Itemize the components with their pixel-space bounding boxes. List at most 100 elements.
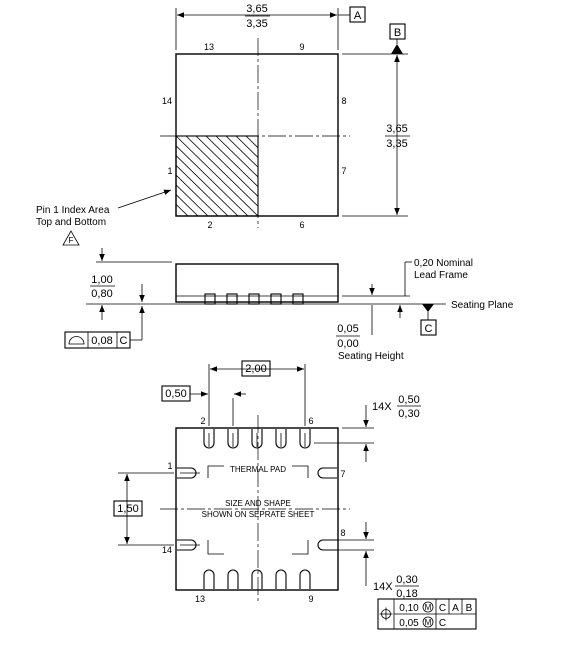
bottom-pad: [251, 429, 263, 449]
pin1-index-area: [175, 135, 259, 217]
bottom-row-pads: [203, 569, 311, 589]
standoff-max: 0,05: [337, 323, 358, 335]
top-pin-9-label: 9: [299, 42, 304, 52]
top-width-max: 3,65: [246, 3, 267, 15]
top-row-pads: [203, 429, 311, 449]
bottom-pad: [203, 429, 215, 449]
side-view-body: [175, 263, 339, 303]
top-pin-6-label: 6: [299, 220, 304, 230]
bottom-pad: [203, 569, 215, 589]
mmc-icon: [422, 601, 434, 613]
top-height-max: 3,65: [386, 123, 407, 135]
datum-a-frame: [349, 6, 366, 23]
bottom-pin-8-label: 8: [340, 528, 345, 538]
top-pin-13-label: 13: [204, 42, 214, 52]
top-pin-8-label: 8: [341, 96, 346, 106]
side-terminal: [292, 293, 304, 305]
thermal-pad-outline: [207, 465, 309, 555]
top-height-min: 3,35: [386, 138, 407, 150]
mmc-symbol-1: M: [425, 603, 432, 612]
bottom-pad: [227, 429, 239, 449]
thermal-pad-label: THERMAL PAD: [230, 465, 286, 474]
note-flag-triangle: [62, 230, 80, 246]
bottom-pin-7-label: 7: [340, 469, 345, 479]
datum-c-label: C: [425, 323, 433, 335]
datum-b-frame: [389, 23, 406, 40]
lead-frame-note-line2: Lead Frame: [414, 270, 468, 281]
flatness-frame: [64, 331, 131, 349]
bottom-pad: [299, 569, 311, 589]
lead-length-min: 0,30: [398, 408, 419, 420]
top-width-min: 3,35: [246, 18, 267, 30]
side-height-max: 1,00: [91, 274, 112, 286]
flatness-value: 0,08: [91, 335, 112, 347]
top-pin-1-label: 1: [167, 166, 172, 176]
datum-b-label: B: [394, 27, 401, 39]
top-view: 3,65 3,35 A 3,65 3,35 B 13 9 14 8 1 7 2 …: [36, 3, 410, 246]
seating-height-label: Seating Height: [338, 351, 404, 362]
row-span-value: 1,50: [117, 503, 138, 515]
side-terminal: [204, 293, 216, 305]
pin1-index-hatch: [176, 136, 258, 216]
pin1-index-note-line2: Top and Bottom: [36, 217, 106, 228]
lead-frame-note-line1: 0,20 Nominal: [414, 258, 473, 269]
pitch-value: 0,50: [165, 388, 186, 400]
seating-plane-label: Seating Plane: [451, 300, 514, 311]
lead-length-qty: 14X: [372, 401, 392, 413]
mmc-icon: [422, 616, 434, 628]
side-terminal: [270, 293, 282, 305]
top-pin-14-label: 14: [162, 96, 172, 106]
side-terminal: [248, 293, 260, 305]
bottom-pin-1-label: 1: [167, 461, 172, 471]
size-shape-note-line2: SHOWN ON SEPRATE SHEET: [202, 510, 315, 519]
lead-width-max: 0,30: [396, 574, 417, 586]
pin1-index-leader: [117, 189, 172, 209]
pos-tol-1-datum-3: B: [466, 603, 473, 614]
side-height-min: 0,80: [91, 288, 112, 300]
left-pads: [177, 467, 200, 551]
bottom-pad: [317, 539, 337, 551]
pos-tol-2-value: 0,05: [399, 618, 419, 629]
standoff-min: 0,00: [337, 338, 358, 350]
top-view-outline: [175, 53, 339, 217]
row-span-basic-frame: [113, 500, 143, 517]
top-pin-2-label: 2: [207, 220, 212, 230]
lead-width-qty: 14X: [373, 581, 393, 593]
mmc-symbol-2: M: [425, 618, 432, 627]
bottom-pin-14-label: 14: [162, 545, 172, 555]
bottom-pin-2-label: 2: [200, 416, 205, 426]
lead-length-max: 0,50: [398, 394, 419, 406]
bottom-pad: [251, 569, 263, 589]
top-pin-7-label: 7: [341, 166, 346, 176]
bottom-pad: [275, 429, 287, 449]
bottom-pad: [317, 467, 337, 479]
pos-tol-1-value: 0,10: [399, 603, 419, 614]
bottom-pad: [299, 429, 311, 449]
pos-tol-2-datum-1: C: [439, 618, 446, 629]
bottom-pad: [227, 569, 239, 589]
pitch-basic-frame: [161, 385, 191, 402]
side-view: 1,00 0,80 0,08 C 0,20 Nominal Lead Frame…: [64, 248, 514, 362]
lead-width-min: 0,18: [396, 588, 417, 600]
pos-tol-1-datum-1: C: [439, 603, 446, 614]
pitch-span-basic-frame: [241, 360, 271, 377]
flatness-symbol-icon: [68, 336, 85, 345]
bottom-pad: [275, 569, 287, 589]
bottom-pin-13-label: 13: [195, 594, 205, 604]
datum-c-frame: [420, 319, 437, 336]
note-flag-label: F: [69, 236, 74, 245]
datum-b-triangle: [391, 44, 403, 54]
bottom-pin-9-label: 9: [308, 594, 313, 604]
datum-a-label: A: [354, 10, 362, 22]
bottom-pin-6-label: 6: [308, 416, 313, 426]
flatness-datum: C: [120, 335, 128, 347]
pin1-index-note-line1: Pin 1 Index Area: [36, 205, 110, 216]
pos-tol-1-datum-2: A: [452, 603, 459, 614]
right-pads: [317, 467, 337, 551]
size-shape-note-line1: SIZE AND SHAPE: [225, 499, 291, 508]
position-tolerance-frame: 0,10 M C A B 0,05 M C: [377, 598, 477, 630]
pitch-span-value: 2,00: [245, 363, 266, 375]
datum-c-triangle: [422, 304, 434, 312]
side-terminal: [226, 293, 238, 305]
